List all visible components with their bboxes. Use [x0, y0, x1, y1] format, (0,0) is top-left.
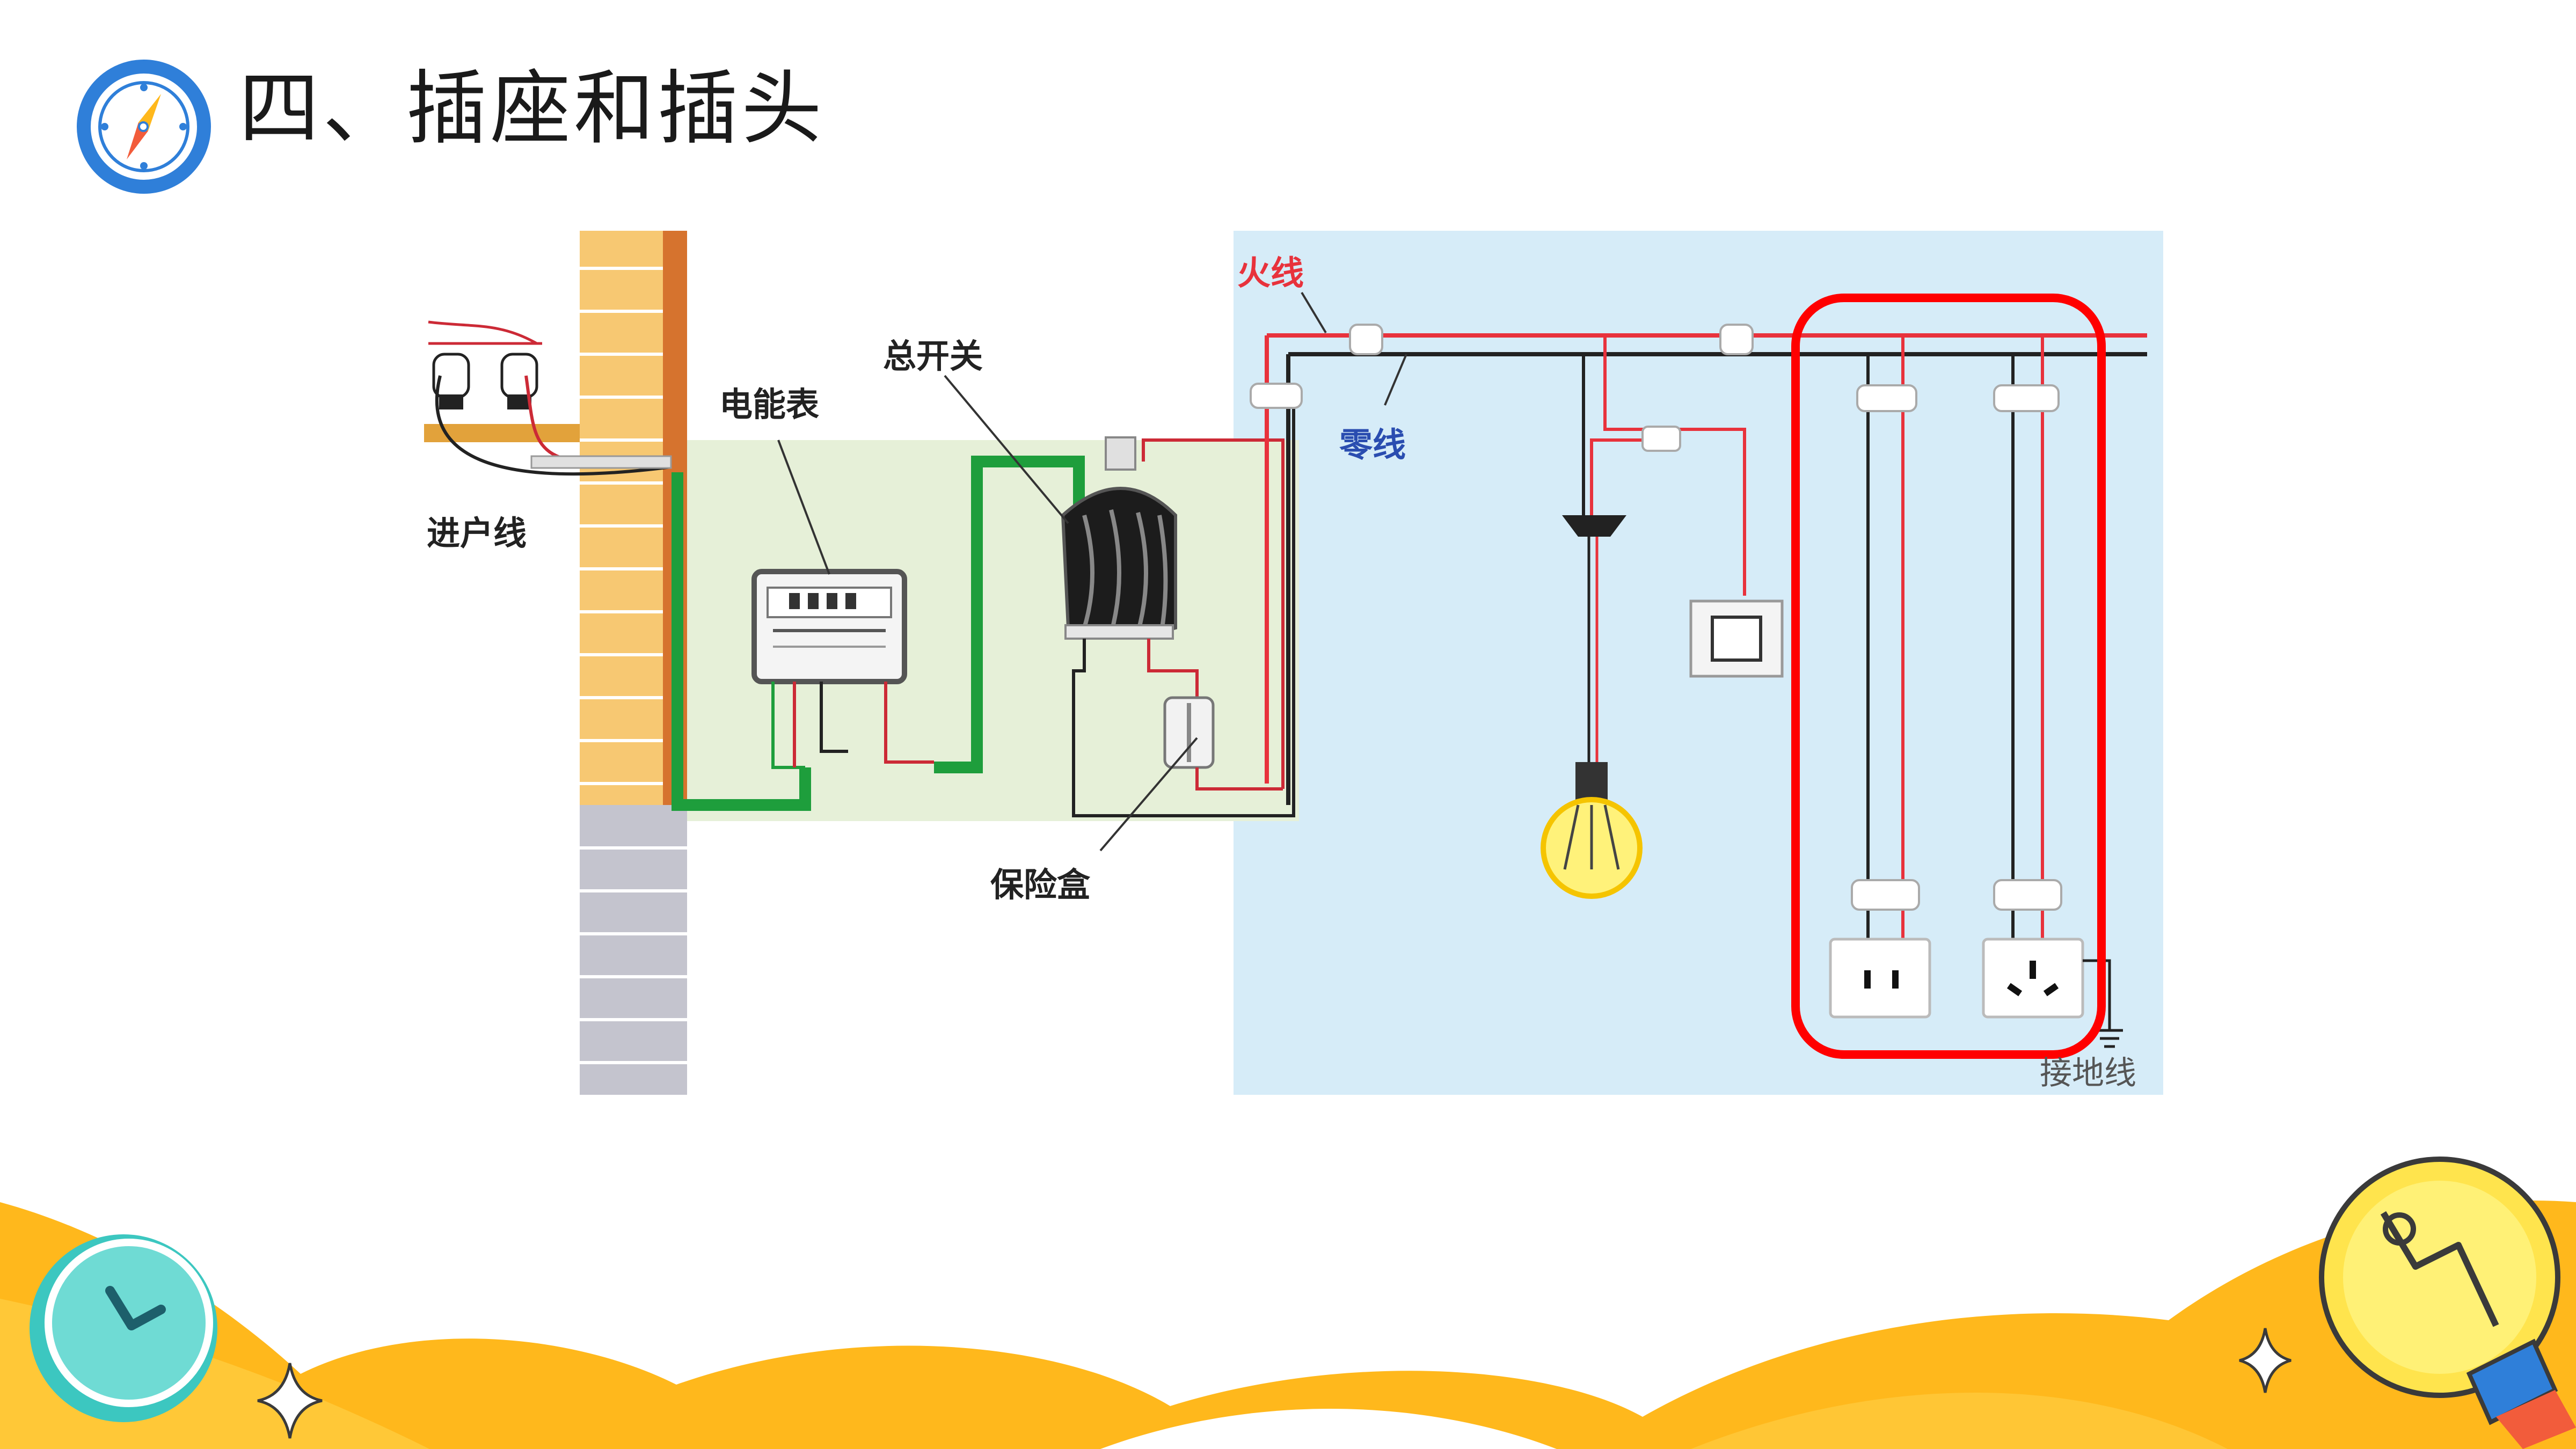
socket-highlight-box	[1791, 294, 2106, 1059]
socket-branches	[1829, 335, 2123, 1048]
label-fuse-box: 保险盒	[990, 865, 1091, 904]
label-incoming-line: 进户线	[427, 514, 527, 553]
junction-clips	[1250, 324, 1754, 409]
insulators	[424, 320, 672, 476]
page-title: 四、插座和插头	[239, 62, 826, 156]
main-switch	[1061, 385, 1299, 817]
label-main-switch: 总开关	[883, 336, 983, 376]
three-pin-socket	[1982, 938, 2084, 1019]
electric-meter	[751, 569, 934, 769]
label-neutral-wire: 零线	[1339, 425, 1406, 464]
lamp-branch	[1541, 335, 1784, 899]
label-meter: 电能表	[719, 385, 819, 424]
label-live-wire: 火线	[1237, 253, 1304, 292]
brick-wall	[580, 231, 687, 1095]
two-pin-socket	[1829, 938, 1931, 1019]
fuse-box	[1163, 696, 1283, 791]
label-ground-wire: 接地线	[2040, 1055, 2136, 1092]
